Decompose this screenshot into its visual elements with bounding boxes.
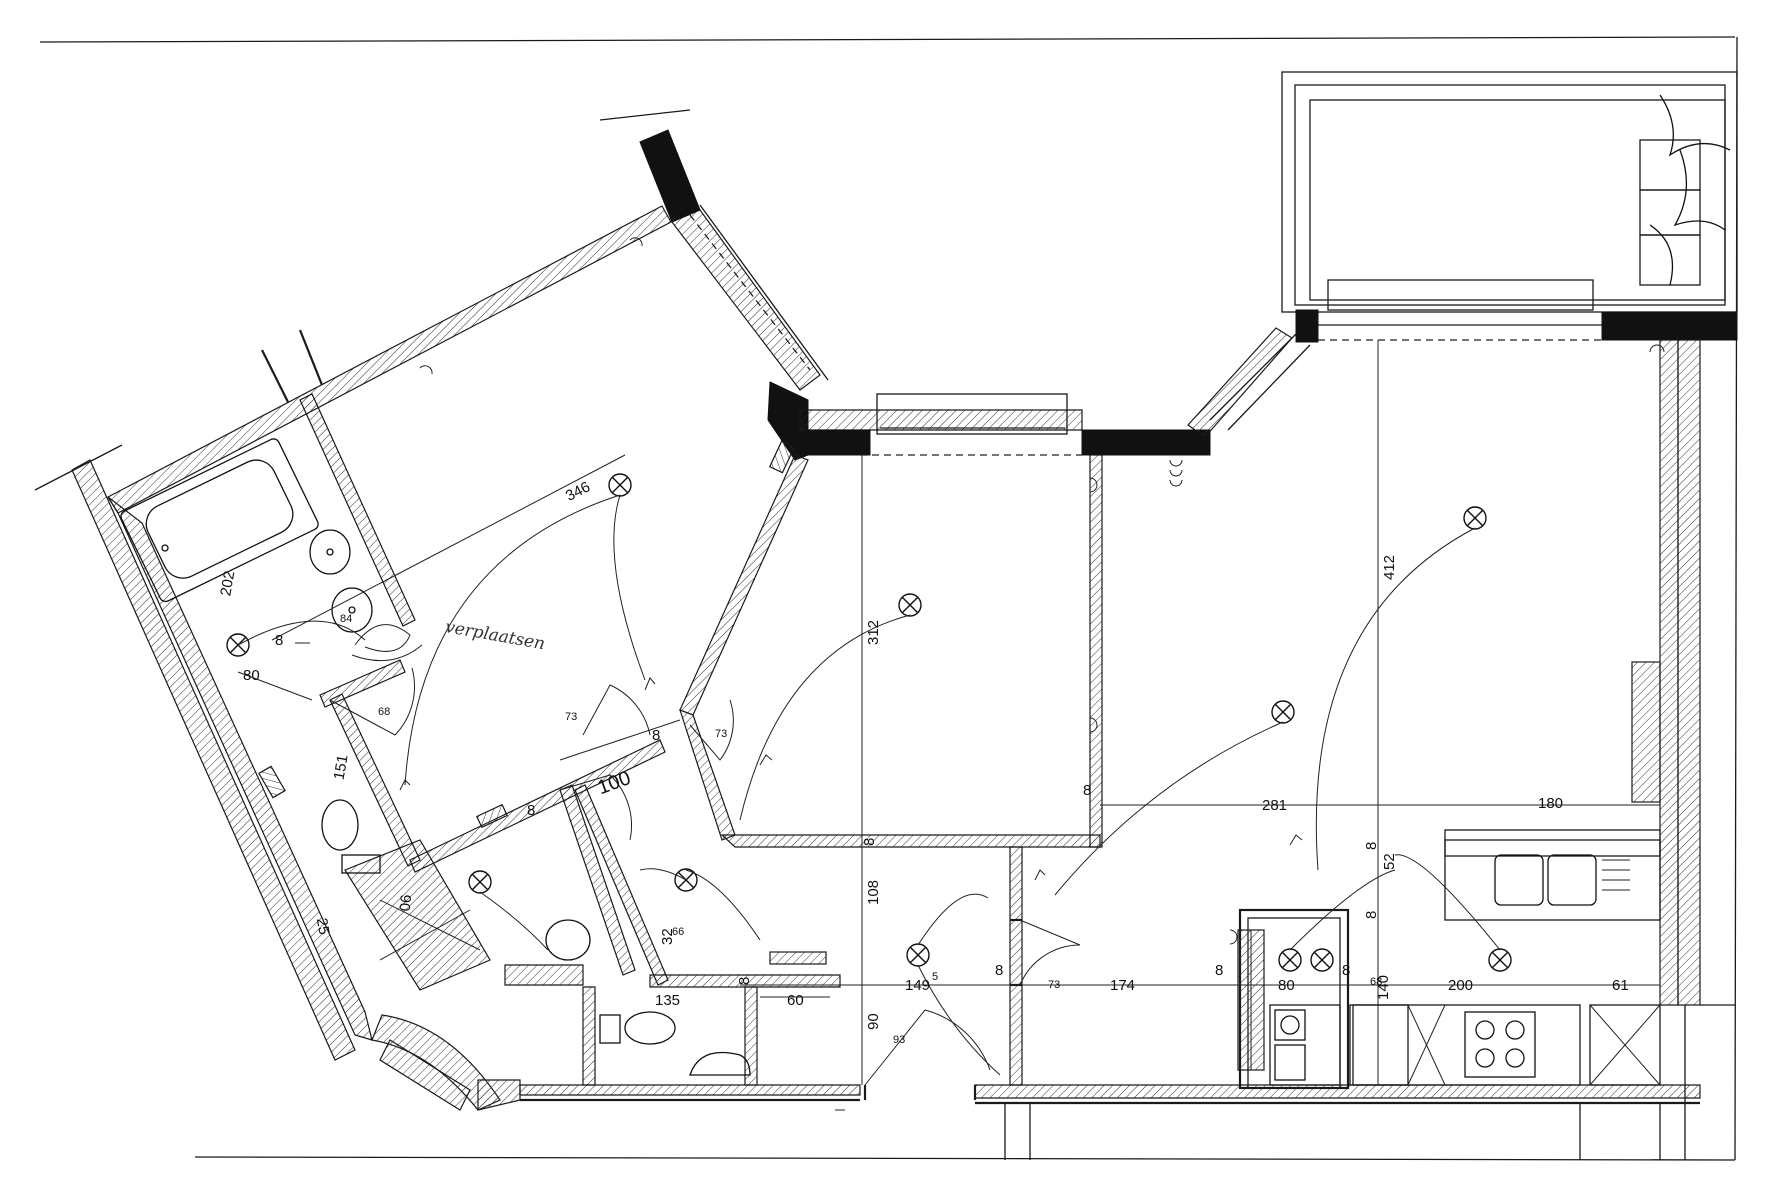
dimension-labels: 346 202 84 8 80 151 90 25 68 73 73 8 100… — [217, 478, 1628, 1046]
dimension-label: 73 — [565, 711, 577, 723]
balcony-plants — [1639, 94, 1731, 286]
dimension-label: 61 — [1612, 977, 1629, 994]
dimension-label: 140 — [1375, 975, 1392, 1000]
dimension-label: 73 — [1048, 979, 1060, 991]
light-point-icon — [1310, 948, 1334, 972]
dimension-label: 312 — [865, 620, 882, 645]
light-point-icon — [1488, 948, 1512, 972]
electrical — [226, 237, 1665, 1111]
dimension-label: 8 — [861, 838, 878, 846]
doors — [329, 667, 1081, 1100]
dimension-label: 60 — [787, 992, 804, 1009]
dimension-label: 174 — [1110, 977, 1135, 994]
sheet-frame — [39, 36, 1738, 1161]
light-point-icon — [898, 593, 922, 617]
dimension-label: 73 — [715, 728, 727, 740]
light-point-icon — [1278, 948, 1302, 972]
dimension-label: 90 — [865, 1013, 882, 1030]
dimension-label: 346 — [563, 478, 593, 505]
dimension-label: 90 — [395, 894, 413, 912]
dimension-label: 8 — [995, 962, 1003, 979]
dimension-label: 93 — [893, 1034, 905, 1046]
dimension-label: 180 — [1538, 795, 1563, 812]
dimension-label: 8 — [1363, 842, 1380, 850]
dimension-label: 8 — [1215, 962, 1223, 979]
light-point-icon — [608, 473, 632, 497]
exterior-walls — [34, 71, 1738, 1160]
dimension-label: 52 — [1381, 853, 1398, 870]
dimension-label: 80 — [1278, 977, 1295, 994]
light-point-icon — [906, 943, 930, 967]
light-point-icon — [1463, 506, 1487, 530]
handwritten-note: verplaatsen — [444, 617, 547, 654]
dimension-label: 68 — [378, 706, 390, 718]
dimension-label: 412 — [1381, 555, 1398, 580]
dimension-label: 8 — [652, 727, 660, 744]
dimension-label: 84 — [340, 613, 352, 625]
dimension-label: 8 — [527, 802, 535, 819]
dimension-label: 68 — [1370, 976, 1382, 988]
handwritten-annotation: verplaatsen — [351, 617, 547, 662]
light-point-icon — [468, 870, 492, 894]
dimension-label: 149 — [905, 977, 930, 994]
dimension-label: 25 — [313, 917, 333, 936]
dimension-label: 108 — [865, 880, 882, 905]
dimension-label: 8 — [1083, 782, 1091, 799]
sanitary-fixtures — [120, 438, 1661, 1086]
interior-walls — [299, 393, 1661, 1090]
dimension-label: 281 — [1262, 797, 1287, 814]
dimension-label: 5 — [932, 971, 938, 983]
dimension-label: 8 — [1363, 911, 1380, 919]
dimension-label: 200 — [1448, 977, 1473, 994]
dimension-label: 8 — [736, 977, 753, 985]
dimension-label: 8 — [275, 632, 283, 649]
dimension-label: 80 — [243, 667, 260, 684]
light-point-icon — [1271, 700, 1295, 724]
dimension-label: 202 — [217, 570, 238, 598]
dimension-label: 32 — [659, 928, 676, 945]
dimension-lines — [237, 340, 1660, 1085]
dimension-label: 66 — [672, 926, 684, 938]
dimension-label: 8 — [1342, 962, 1350, 979]
dimension-label: 135 — [655, 992, 680, 1009]
dimension-label: 151 — [331, 754, 352, 782]
